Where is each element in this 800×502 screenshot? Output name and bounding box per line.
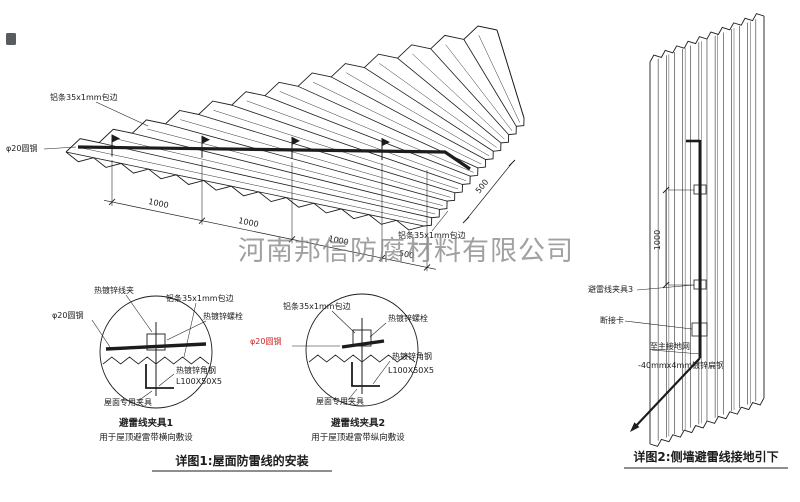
detail2-label-bolt: 热镀锌螺栓: [388, 313, 428, 323]
detail1-label-roof-clamp: 屋面专用夹具: [104, 397, 152, 407]
wall-label-flat-steel: -40mmx4mm镀锌扁钢: [638, 360, 724, 370]
wall-dim-1000: 1000: [653, 230, 662, 250]
detail1-subtitle: 用于屋顶避雷带横向敷设: [99, 432, 193, 443]
watermark-text: 河南邦信防腐材料有限公司: [238, 236, 574, 267]
wall-label-to-ground: 至主接地网: [650, 341, 690, 351]
dim-1000-2: 1000: [238, 216, 260, 229]
detail2-label-roof-clamp: 屋面专用夹具: [316, 396, 364, 406]
detail1-label-wire-clamp: 热镀锌线夹: [94, 285, 134, 295]
dim-500-bottom: 500: [398, 249, 415, 261]
caption-detail2: 详图2:侧墙避雷线接地引下: [633, 449, 778, 464]
detail1-title: 避雷线夹具1: [119, 417, 173, 429]
label-round-steel: φ20圆钢: [6, 143, 37, 153]
dim-1000-3: 1000: [328, 234, 350, 247]
label-alu-strip-top: 铝条35x1mm包边: [50, 92, 118, 102]
detail2-label-angle-steel: 热镀锌角钢: [392, 351, 432, 361]
detail1-label-angle-steel: 热镀锌角钢: [176, 365, 216, 375]
wall-label-clamp3: 避雷线夹具3: [588, 284, 633, 294]
detail2-label-round-steel: φ20圆钢: [250, 336, 281, 346]
detail1-label-alu-strip: 铝条35x1mm包边: [166, 293, 234, 303]
label-alu-strip-bottom: 铝条35x1mm包边: [398, 230, 466, 240]
detail1-label-angle-spec: L100X50X5: [176, 377, 222, 386]
detail2-label-alu-strip: 铝条35x1mm包边: [283, 301, 351, 311]
detail1-label-round-steel: φ20圆钢: [52, 310, 83, 320]
detail2-subtitle: 用于屋顶避雷带纵向敷设: [311, 432, 405, 443]
detail2-title: 避雷线夹具2: [331, 417, 385, 429]
wall-label-disconnect: 断接卡: [600, 315, 624, 325]
caption-detail1: 详图1:屋面防雷线的安装: [175, 453, 308, 468]
detail2-label-angle-spec: L100X50X5: [388, 366, 434, 375]
detail1-label-bolt: 热镀锌螺栓: [203, 311, 243, 321]
corner-mark: [6, 33, 16, 45]
drawing-linework: [43, 13, 765, 447]
dim-1000-1: 1000: [148, 197, 170, 210]
